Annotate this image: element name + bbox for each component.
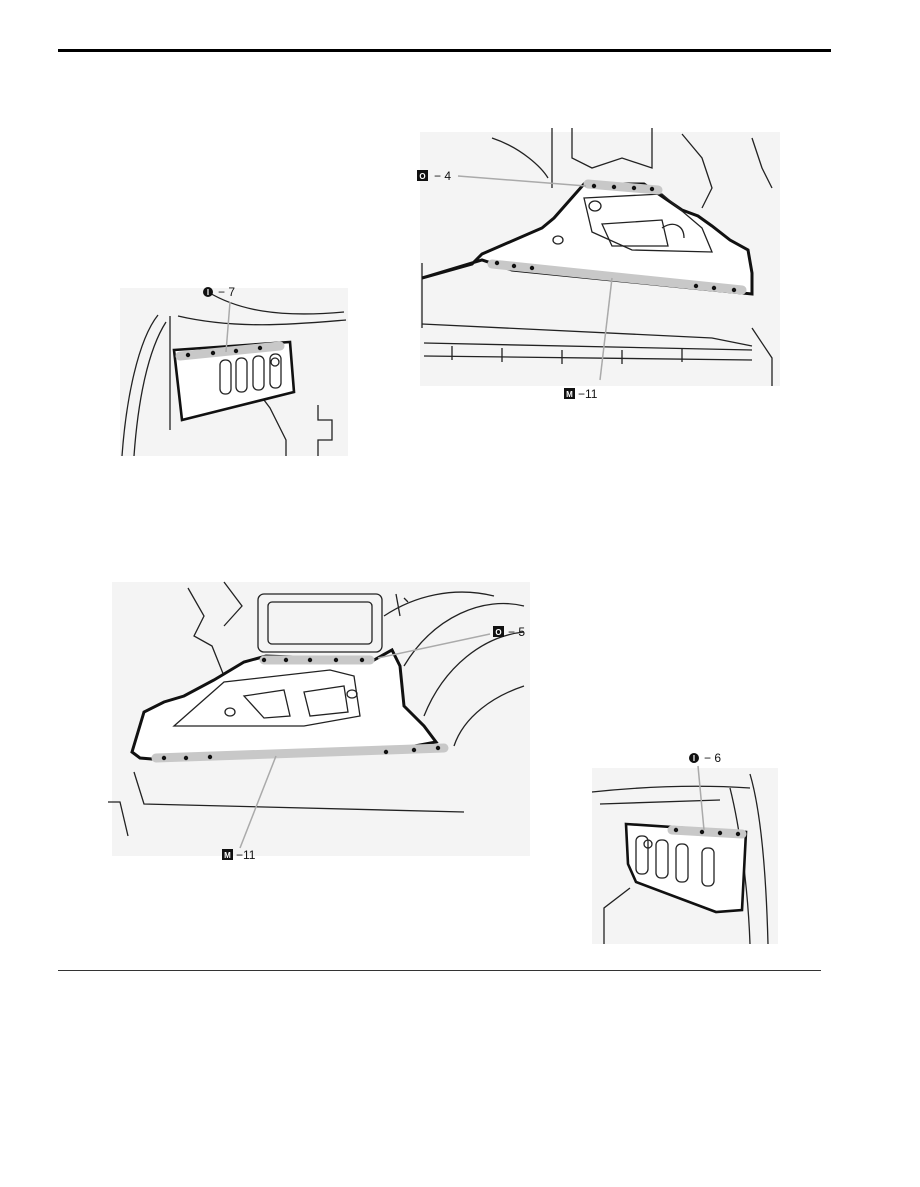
callout-label: − 6 <box>704 751 721 765</box>
figure-bottom-left-drawing: O − 5 M −11 <box>108 581 530 862</box>
square-o-badge-icon <box>417 170 428 181</box>
square-o-badge-icon <box>493 626 504 637</box>
figure-top-left-drawing: I − 7 <box>120 285 348 457</box>
figure-top-left: I − 7 <box>118 280 350 458</box>
header-rule <box>58 49 831 52</box>
weld-spots <box>185 345 263 358</box>
weld-band <box>667 825 747 839</box>
callout-label: − 4 <box>434 169 451 183</box>
circle-i-badge-icon <box>689 753 699 763</box>
callout-badge: I <box>693 754 695 763</box>
figure-bottom-right-drawing: I − 6 <box>591 751 778 945</box>
weld-spots <box>673 827 741 837</box>
square-m-badge-icon <box>222 849 233 860</box>
callout-label: − 7 <box>218 285 235 299</box>
figure-top-right-drawing: O − 4 M −11 <box>417 128 780 401</box>
weld-spots <box>161 657 441 761</box>
figure-top-right: O − 4 M −11 <box>412 128 784 401</box>
callout-badge: O <box>495 628 501 637</box>
callout-label: −11 <box>578 387 598 400</box>
figure-bottom-right: I − 6 <box>590 748 780 946</box>
callout-label: −11 <box>236 848 256 862</box>
weld-band <box>583 179 663 195</box>
callout-o-5: O − 5 <box>493 625 525 639</box>
callout-badge: O <box>419 172 425 181</box>
footer-rule <box>58 970 821 971</box>
callout-m-11: M −11 <box>222 848 256 862</box>
callout-label: − 5 <box>508 625 525 639</box>
callout-badge: M <box>224 851 231 860</box>
callout-m-11: M −11 <box>564 387 598 401</box>
figure-bottom-left: O − 5 M −11 <box>104 576 534 866</box>
callout-o-4: O − 4 <box>417 169 451 183</box>
circle-i-badge-icon <box>203 287 213 297</box>
callout-i-6: I − 6 <box>689 751 721 765</box>
square-m-badge-icon <box>564 388 575 399</box>
callout-i-7: I − 7 <box>203 285 235 299</box>
weld-band <box>175 341 285 361</box>
weld-spots <box>494 183 737 293</box>
callout-badge: I <box>207 288 209 297</box>
callout-badge: M <box>566 390 573 399</box>
